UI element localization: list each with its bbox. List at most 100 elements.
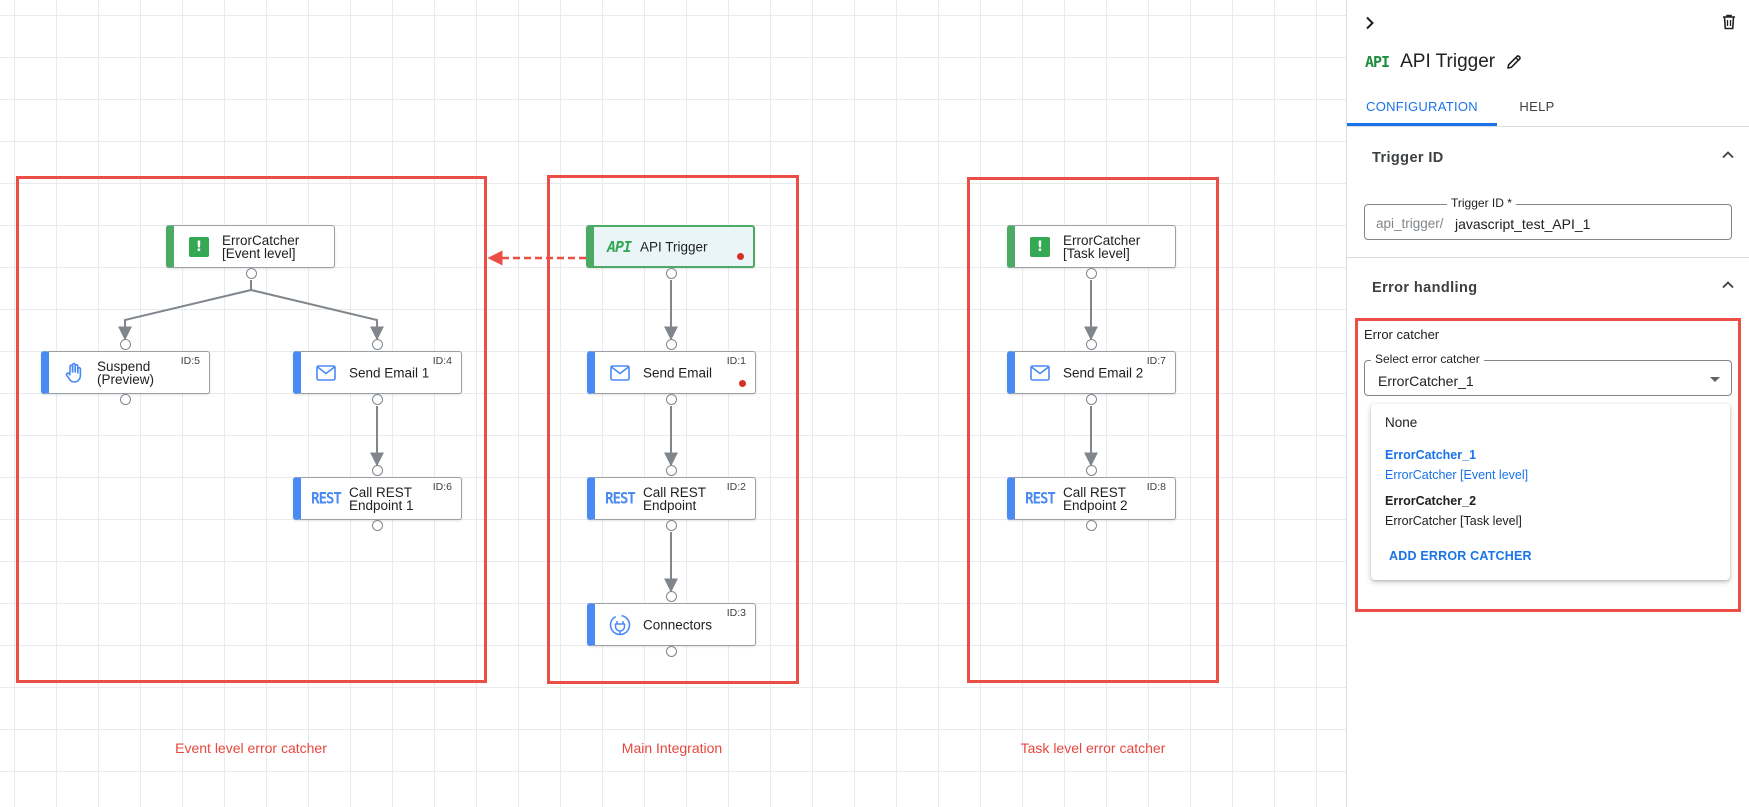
option-errorcatcher-2[interactable]: ErrorCatcher_2 ErrorCatcher [Task level] xyxy=(1385,494,1522,528)
node-suspend[interactable]: Suspend (Preview) ID:5 xyxy=(41,351,210,394)
port-out[interactable] xyxy=(246,268,257,279)
port-out[interactable] xyxy=(666,646,677,657)
port-out[interactable] xyxy=(666,520,677,531)
delete-button[interactable] xyxy=(1717,10,1741,34)
option-none[interactable]: None xyxy=(1385,415,1418,430)
node-call-rest-1[interactable]: REST Call REST Endpoint 1 ID:6 xyxy=(293,477,462,520)
port-out[interactable] xyxy=(372,520,383,531)
node-title: API Trigger xyxy=(640,239,708,254)
port-out[interactable] xyxy=(666,268,677,279)
node-send-email[interactable]: Send Email ID:1 xyxy=(587,351,756,394)
node-title: Send Email 2 xyxy=(1063,365,1144,380)
node-call-rest-2[interactable]: REST Call REST Endpoint 2 ID:8 xyxy=(1007,477,1176,520)
port-out[interactable] xyxy=(1086,394,1097,405)
field-label: Trigger ID * xyxy=(1447,196,1516,210)
error-indicator xyxy=(737,253,744,260)
node-id: ID:1 xyxy=(726,355,746,367)
node-id: ID:3 xyxy=(726,607,746,619)
node-title: Call REST Endpoint 1 xyxy=(349,484,414,513)
port-in[interactable] xyxy=(1086,339,1097,350)
node-title: Send Email 1 xyxy=(349,365,430,380)
section-title: Trigger ID xyxy=(1372,150,1444,166)
main-integration-label: Main Integration xyxy=(621,740,723,756)
dropdown-arrow-icon xyxy=(1710,377,1720,382)
node-title: ErrorCatcher [Task level] xyxy=(1063,232,1141,261)
selected-value: ErrorCatcher_1 xyxy=(1378,373,1474,389)
field-label: Select error catcher xyxy=(1371,352,1484,366)
pencil-icon xyxy=(1507,55,1521,69)
task-level-frame xyxy=(967,177,1219,683)
error-indicator xyxy=(739,380,746,387)
port-out[interactable] xyxy=(372,394,383,405)
node-title: Call REST Endpoint xyxy=(643,484,707,513)
section-title: Error handling xyxy=(1372,280,1478,296)
add-error-catcher-button[interactable]: ADD ERROR CATCHER xyxy=(1389,549,1532,563)
node-id: ID:2 xyxy=(726,481,746,493)
api-icon: API xyxy=(1365,53,1390,71)
node-send-email-2[interactable]: Send Email 2 ID:7 xyxy=(1007,351,1176,394)
api-icon: API xyxy=(606,237,632,256)
port-in[interactable] xyxy=(666,465,677,476)
main-integration-frame xyxy=(547,175,799,684)
rest-icon: REST xyxy=(605,489,636,508)
edit-title-button[interactable] xyxy=(1506,54,1522,70)
node-id: ID:4 xyxy=(432,355,452,367)
port-in[interactable] xyxy=(1086,465,1097,476)
event-level-label: Event level error catcher xyxy=(175,740,327,756)
port-in[interactable] xyxy=(666,591,677,602)
collapse-panel-button[interactable] xyxy=(1358,11,1382,35)
port-in[interactable] xyxy=(120,339,131,350)
port-in[interactable] xyxy=(372,339,383,350)
node-title: ErrorCatcher [Event level] xyxy=(222,232,300,261)
trash-icon xyxy=(1723,14,1735,30)
rest-icon: REST xyxy=(1025,489,1056,508)
node-connectors[interactable]: Connectors ID:3 xyxy=(587,603,756,646)
exclamation-icon: ! xyxy=(188,236,210,258)
trigger-id-section-header[interactable]: Trigger ID xyxy=(1347,134,1749,184)
port-in[interactable] xyxy=(372,465,383,476)
port-out[interactable] xyxy=(666,394,677,405)
trigger-id-field[interactable]: Trigger ID * api_trigger/ javascript_tes… xyxy=(1364,196,1732,240)
option-errorcatcher-1[interactable]: ErrorCatcher_1 ErrorCatcher [Event level… xyxy=(1385,448,1529,482)
tab-help[interactable]: HELP xyxy=(1519,99,1555,114)
rest-icon: REST xyxy=(311,489,342,508)
tab-configuration[interactable]: CONFIGURATION xyxy=(1347,92,1497,126)
panel-tabs: CONFIGURATION HELP xyxy=(1347,92,1749,127)
panel-title: API Trigger xyxy=(1400,51,1496,72)
node-id: ID:8 xyxy=(1146,481,1166,493)
node-id: ID:5 xyxy=(180,355,200,367)
node-api-trigger[interactable]: API API Trigger xyxy=(586,225,755,268)
task-level-label: Task level error catcher xyxy=(1020,740,1166,756)
node-call-rest[interactable]: REST Call REST Endpoint ID:2 xyxy=(587,477,756,520)
node-errorcatcher-event[interactable]: ! ErrorCatcher [Event level] xyxy=(166,225,335,268)
mail-icon xyxy=(609,362,631,384)
connector-icon xyxy=(609,614,631,636)
port-in[interactable] xyxy=(666,339,677,350)
node-title: Suspend (Preview) xyxy=(97,358,155,387)
flow-canvas[interactable]: Event level error catcher Main Integrati… xyxy=(0,0,1346,807)
node-title: Send Email xyxy=(643,365,713,380)
mail-icon xyxy=(315,362,337,384)
port-out[interactable] xyxy=(1086,268,1097,279)
node-send-email-1[interactable]: Send Email 1 ID:4 xyxy=(293,351,462,394)
port-out[interactable] xyxy=(1086,520,1097,531)
trigger-id-input[interactable]: javascript_test_API_1 xyxy=(1455,216,1591,232)
node-id: ID:7 xyxy=(1146,355,1166,367)
node-errorcatcher-task[interactable]: ! ErrorCatcher [Task level] xyxy=(1007,225,1176,268)
node-title: Call REST Endpoint 2 xyxy=(1063,484,1128,513)
trigger-id-prefix: api_trigger/ xyxy=(1376,216,1444,231)
panel-header: API API Trigger xyxy=(1365,48,1522,76)
task-config-panel: API API Trigger CONFIGURATION HELP Trigg… xyxy=(1346,0,1749,807)
hand-icon xyxy=(63,362,85,384)
error-handling-section-header[interactable]: Error handling xyxy=(1347,264,1749,314)
chevron-up-icon xyxy=(1721,148,1735,167)
section-divider xyxy=(1347,257,1749,258)
node-id: ID:6 xyxy=(432,481,452,493)
chevron-up-icon xyxy=(1721,278,1735,297)
error-catcher-highlight xyxy=(1355,318,1741,612)
port-out[interactable] xyxy=(120,394,131,405)
error-catcher-select[interactable]: Select error catcher ErrorCatcher_1 xyxy=(1364,352,1732,396)
wire-to-suspend xyxy=(118,289,252,341)
mail-icon xyxy=(1029,362,1051,384)
